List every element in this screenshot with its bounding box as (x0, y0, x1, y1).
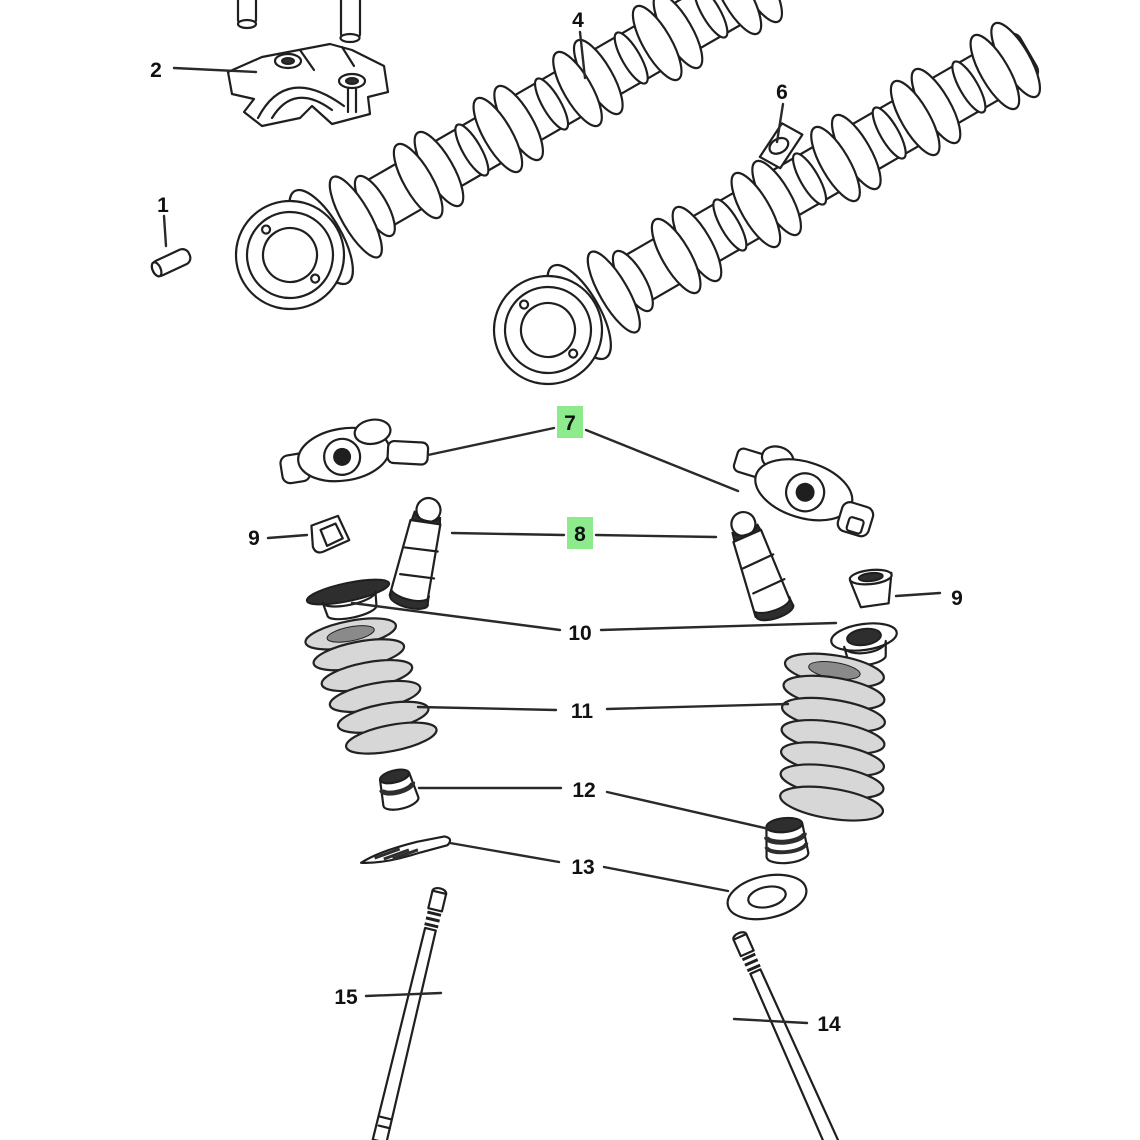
dowel-pin (150, 248, 192, 278)
callout-label-2[interactable]: 2 (150, 59, 162, 82)
valve-cup-right (848, 568, 893, 609)
lifter-left (386, 493, 455, 614)
spring-seat-left (305, 578, 391, 621)
callout-label-11[interactable]: 11 (571, 700, 594, 723)
leader-line-11 (416, 705, 558, 712)
rocker-arm-right (732, 445, 875, 538)
svg-text:9: 9 (248, 527, 260, 550)
svg-text:9: 9 (951, 587, 963, 610)
leader-line-7 (426, 426, 556, 457)
callout-label-7[interactable]: 7 (557, 406, 583, 438)
leader-line-13 (448, 841, 561, 864)
callout-label-9[interactable]: 9 (951, 587, 963, 610)
leader-line-8 (594, 533, 718, 539)
svg-text:10: 10 (568, 622, 591, 645)
leader-line-9 (894, 591, 942, 598)
svg-text:15: 15 (334, 986, 358, 1009)
leader-line-1 (162, 214, 168, 248)
svg-text:13: 13 (571, 856, 594, 879)
callout-label-9[interactable]: 9 (248, 527, 260, 550)
valve-left (371, 886, 448, 1140)
callout-label-6[interactable]: 6 (776, 81, 788, 104)
svg-text:7: 7 (564, 412, 576, 435)
leader-line-2 (172, 66, 258, 74)
valve-spring-right (779, 652, 886, 822)
cam-cap-bolt (236, 0, 258, 30)
rocker-arm-left (279, 418, 430, 485)
valve-right (732, 931, 841, 1140)
valve-stem-seal-right (763, 816, 810, 865)
callout-label-15[interactable]: 15 (334, 986, 358, 1009)
valve-spring-left (304, 617, 438, 755)
lifter-right (722, 504, 797, 626)
camshaft-bearing-cap (226, 42, 390, 128)
leader-line-11 (605, 702, 790, 711)
leader-line-4 (578, 30, 587, 80)
callout-label-14[interactable]: 14 (817, 1013, 841, 1036)
callout-label-12[interactable]: 12 (572, 779, 595, 802)
camshaft-right (473, 4, 1057, 405)
svg-text:11: 11 (571, 700, 594, 723)
callout-highlight (567, 517, 593, 549)
valve-spring-washer (726, 873, 808, 921)
leader-line-7 (584, 428, 740, 493)
valve-locks (359, 835, 452, 864)
cam-sensor-target (758, 122, 804, 170)
svg-text:14: 14 (817, 1013, 841, 1036)
leader-line-15 (364, 991, 443, 998)
callout-label-13[interactable]: 13 (571, 856, 594, 879)
leader-line-10 (350, 601, 562, 632)
callout-label-10[interactable]: 10 (568, 622, 591, 645)
svg-text:8: 8 (574, 523, 586, 546)
callout-label-4[interactable]: 4 (572, 9, 584, 32)
leader-line-9 (266, 533, 309, 540)
svg-text:2: 2 (150, 59, 162, 82)
svg-text:1: 1 (157, 194, 169, 217)
leader-line-6 (775, 102, 785, 144)
callout-label-1[interactable]: 1 (157, 194, 169, 217)
svg-text:12: 12 (572, 779, 595, 802)
svg-text:6: 6 (776, 81, 788, 104)
leader-line-13 (602, 865, 730, 893)
svg-text:4: 4 (572, 9, 584, 32)
callout-label-8[interactable]: 8 (567, 517, 593, 549)
leader-line-14 (732, 1017, 809, 1025)
leader-line-8 (450, 531, 566, 537)
leader-line-10 (599, 621, 838, 632)
cam-cap-bolt (339, 0, 362, 44)
valve-cup-left (310, 514, 351, 554)
callout-highlight (557, 406, 583, 438)
leader-line-12 (605, 790, 771, 831)
valve-stem-seal-left (378, 768, 420, 811)
